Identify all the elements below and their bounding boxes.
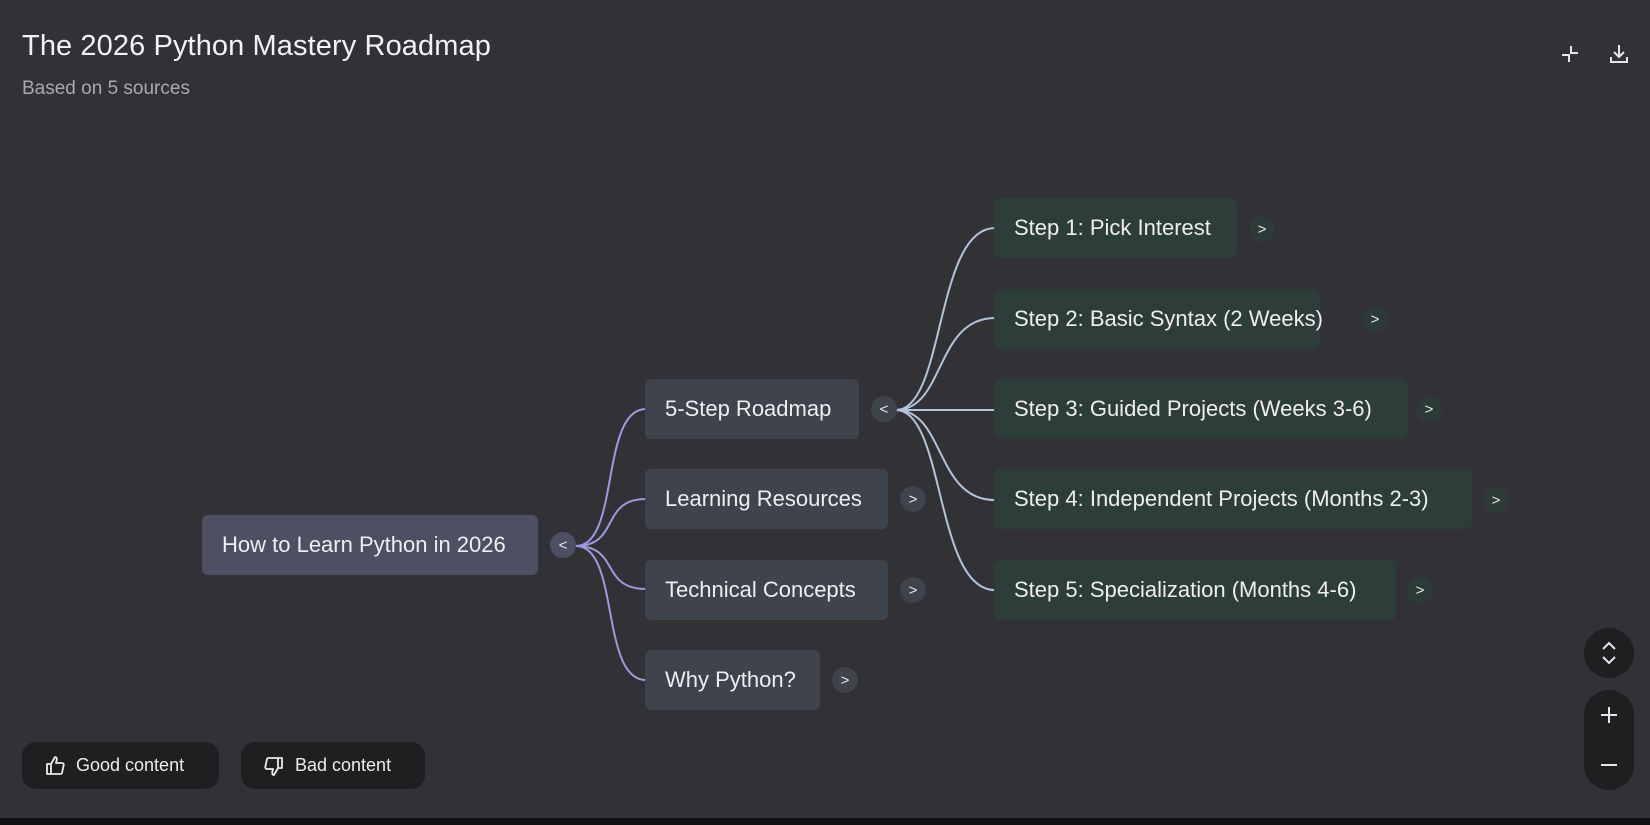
branch-node-technical-concepts[interactable]: Technical Concepts bbox=[645, 560, 888, 620]
zoom-control bbox=[1584, 690, 1634, 790]
branch-label: 5-Step Roadmap bbox=[665, 396, 832, 421]
step-label: Step 2: Basic Syntax (2 Weeks) bbox=[1014, 306, 1323, 331]
source-count: Based on 5 sources bbox=[22, 78, 190, 99]
good-content-label: Good content bbox=[76, 755, 185, 775]
fit-view-button[interactable] bbox=[1584, 628, 1634, 678]
bottom-strip bbox=[0, 818, 1650, 825]
step-node-2[interactable]: Step 2: Basic Syntax (2 Weeks) bbox=[994, 289, 1323, 349]
download-icon bbox=[1610, 45, 1628, 63]
branch-node-why-python[interactable]: Why Python? bbox=[645, 650, 820, 710]
step-label: Step 1: Pick Interest bbox=[1014, 215, 1211, 240]
branch-label: Learning Resources bbox=[665, 486, 862, 511]
step-node-5[interactable]: Step 5: Specialization (Months 4-6) bbox=[994, 560, 1396, 620]
bad-content-label: Bad content bbox=[295, 755, 392, 775]
root-node-label: How to Learn Python in 2026 bbox=[222, 532, 506, 557]
root-collapse-toggle[interactable]: < bbox=[550, 532, 576, 558]
step-expand-toggle[interactable]: > bbox=[1249, 216, 1275, 242]
step-expand-toggle[interactable]: > bbox=[1483, 487, 1509, 513]
step-label: Step 5: Specialization (Months 4-6) bbox=[1014, 577, 1357, 602]
branch-label: Why Python? bbox=[665, 667, 796, 692]
branch-collapse-toggle[interactable]: < bbox=[871, 396, 897, 422]
step-label: Step 4: Independent Projects (Months 2-3… bbox=[1014, 486, 1429, 511]
branch-node-learning-resources[interactable]: Learning Resources bbox=[645, 469, 888, 529]
thumbs-down-icon bbox=[264, 756, 283, 776]
branch-label: Technical Concepts bbox=[665, 577, 856, 602]
good-content-button[interactable]: Good content bbox=[22, 742, 219, 789]
mindmap-root-node[interactable]: How to Learn Python in 2026 bbox=[202, 515, 538, 575]
step-expand-toggle[interactable]: > bbox=[1362, 306, 1388, 332]
branch-expand-toggle[interactable]: > bbox=[832, 667, 858, 693]
fit-view-control bbox=[1584, 628, 1634, 678]
collapse-icon bbox=[1562, 46, 1578, 62]
expand-vertical-icon bbox=[1602, 641, 1616, 665]
page-title: The 2026 Python Mastery Roadmap bbox=[22, 30, 491, 62]
download-button[interactable] bbox=[1603, 38, 1635, 70]
branch-expand-toggle[interactable]: > bbox=[900, 577, 926, 603]
step-expand-toggle[interactable]: > bbox=[1407, 577, 1433, 603]
step-expand-toggle[interactable]: > bbox=[1416, 396, 1442, 422]
minus-icon bbox=[1601, 764, 1617, 766]
branch-node-5-step-roadmap[interactable]: 5-Step Roadmap bbox=[645, 379, 859, 439]
branch-expand-toggle[interactable]: > bbox=[900, 486, 926, 512]
step-node-4[interactable]: Step 4: Independent Projects (Months 2-3… bbox=[994, 469, 1472, 529]
plus-icon bbox=[1601, 707, 1617, 723]
bad-content-button[interactable]: Bad content bbox=[241, 742, 425, 789]
zoom-out-button[interactable] bbox=[1584, 740, 1634, 790]
collapse-button[interactable] bbox=[1554, 38, 1586, 70]
step-label: Step 3: Guided Projects (Weeks 3-6) bbox=[1014, 396, 1372, 421]
thumbs-up-icon bbox=[46, 755, 65, 775]
zoom-in-button[interactable] bbox=[1584, 690, 1634, 740]
step-node-1[interactable]: Step 1: Pick Interest bbox=[994, 198, 1237, 258]
step-node-3[interactable]: Step 3: Guided Projects (Weeks 3-6) bbox=[994, 379, 1408, 439]
